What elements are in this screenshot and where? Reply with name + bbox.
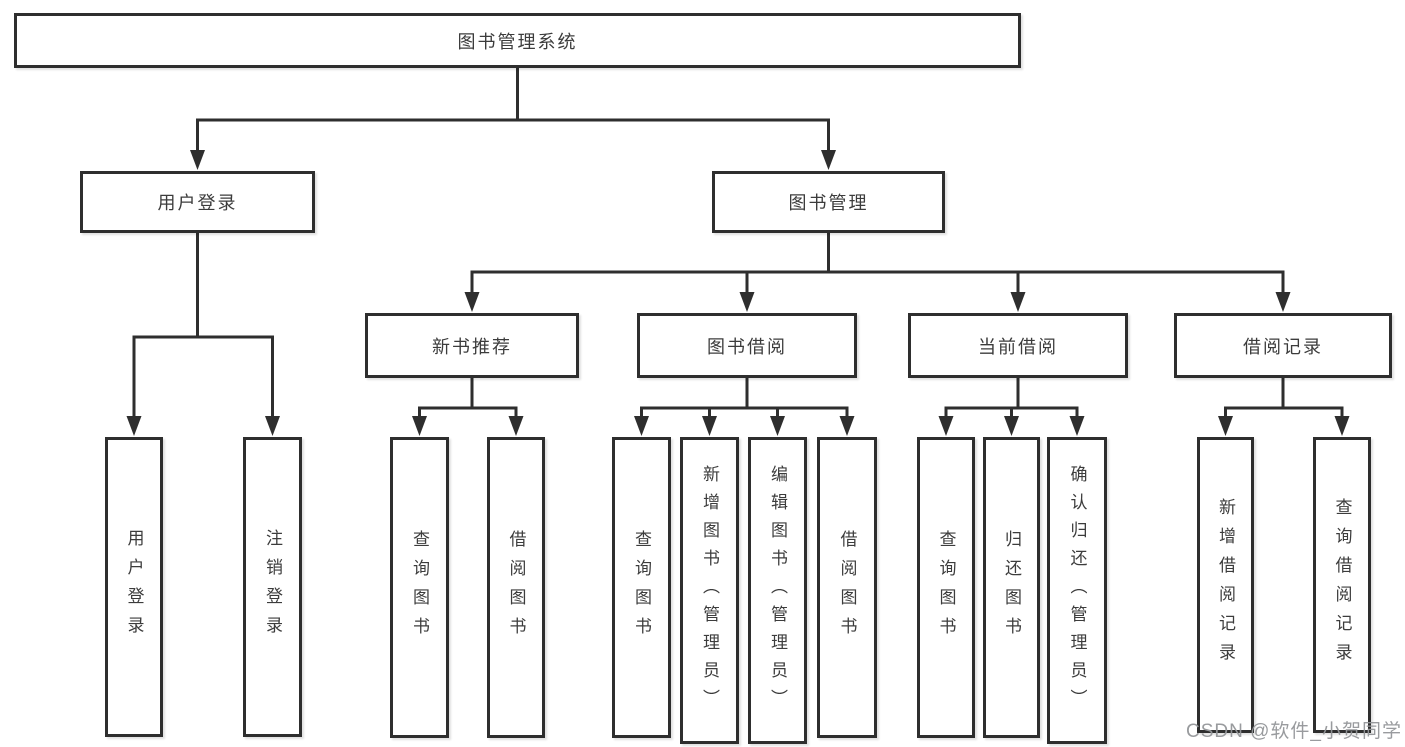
leaf-label: 新增借阅记录 (1216, 498, 1235, 672)
node-book-borrow: 图书借阅 (637, 313, 857, 378)
arrow-down-icon (938, 416, 954, 436)
arrowheads (126, 150, 1350, 436)
arrow-down-icon (1218, 416, 1233, 436)
leaf-user-login: 用户登录 (105, 437, 163, 737)
leaf-label: 查询借阅记录 (1332, 498, 1352, 672)
leaf-confirm-return-admin: 确认归还（管理员） (1047, 437, 1107, 744)
node-root-system: 图书管理系统 (14, 13, 1021, 68)
leaf-label: 借阅图书 (506, 529, 526, 646)
node-current-borrow: 当前借阅 (908, 313, 1128, 378)
leaf-return-book: 归还图书 (983, 437, 1040, 738)
leaf-label: 编辑图书（管理员） (768, 464, 787, 717)
leaf-borrow-query-book: 查询图书 (612, 437, 671, 738)
arrow-down-icon (126, 416, 142, 436)
arrow-down-icon (1275, 292, 1291, 312)
node-borrow-records: 借阅记录 (1174, 313, 1392, 378)
arrow-down-icon (1010, 292, 1026, 312)
leaf-label: 查询图书 (936, 529, 956, 646)
arrow-down-icon (1334, 416, 1350, 436)
leaf-current-query-book: 查询图书 (917, 437, 975, 738)
leaf-rec-query-book: 查询图书 (390, 437, 449, 738)
arrow-down-icon (839, 416, 855, 436)
leaf-rec-borrow-book: 借阅图书 (487, 437, 545, 738)
arrow-down-icon (702, 416, 717, 436)
arrow-down-icon (464, 292, 480, 312)
node-user-login-group: 用户登录 (80, 171, 315, 233)
leaf-label: 确认归还（管理员） (1067, 464, 1087, 717)
leaf-add-book-admin: 新增图书（管理员） (680, 437, 739, 744)
arrow-down-icon (634, 416, 649, 436)
leaf-label: 查询图书 (632, 529, 651, 646)
leaf-label: 注销登录 (263, 529, 282, 645)
arrow-down-icon (265, 416, 280, 436)
edge-root-split (196, 68, 830, 152)
arrow-down-icon (1069, 416, 1085, 436)
leaf-query-borrow-record: 查询借阅记录 (1313, 437, 1371, 733)
leaf-label: 借阅图书 (837, 529, 857, 646)
arrow-down-icon (1004, 416, 1019, 436)
arrow-down-icon (190, 150, 205, 170)
leaf-logout: 注销登录 (243, 437, 302, 737)
leaf-label: 查询图书 (410, 529, 429, 646)
leaf-label: 用户登录 (124, 529, 144, 645)
leaf-edit-book-admin: 编辑图书（管理员） (748, 437, 807, 744)
watermark: CSDN @软件_小贺同学 (1186, 721, 1402, 742)
node-book-management: 图书管理 (712, 171, 945, 233)
arrow-down-icon (412, 416, 427, 436)
arrow-down-icon (508, 416, 524, 436)
arrow-down-icon (739, 292, 755, 312)
edge-records-split (1224, 378, 1344, 418)
edge-rec-split (418, 378, 518, 418)
edge-current-split (944, 378, 1079, 418)
leaf-label: 归还图书 (1002, 529, 1021, 646)
leaf-borrow-borrow-book: 借阅图书 (817, 437, 877, 738)
leaf-label: 新增图书（管理员） (700, 464, 719, 717)
arrow-down-icon (770, 416, 785, 436)
node-new-book-recommend: 新书推荐 (365, 313, 579, 378)
edge-mgmt-split (470, 233, 1285, 294)
leaf-add-borrow-record: 新增借阅记录 (1197, 437, 1254, 733)
edge-borrow-split (640, 378, 849, 418)
edge-login-split (132, 233, 274, 418)
arrow-down-icon (821, 150, 836, 170)
